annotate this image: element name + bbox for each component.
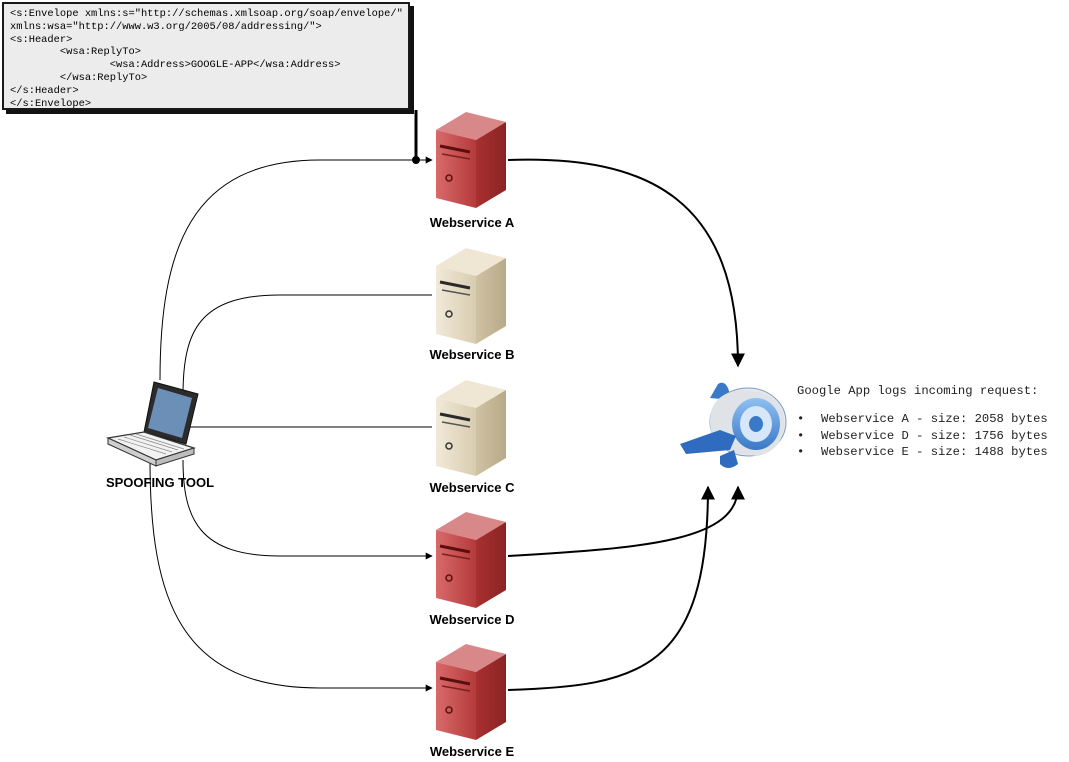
xml-callout-connector [412, 110, 420, 164]
edge-spoof-to-d [182, 459, 433, 560]
xml-line: <s:Header> [10, 33, 73, 46]
bullet-icon: • [797, 445, 805, 459]
xml-line: </s:Envelope> [10, 97, 92, 110]
server-icon [436, 512, 506, 608]
log-title: Google App logs incoming request: [797, 384, 1039, 398]
xml-line: <s:Envelope xmlns:s="http://schemas.xmls… [10, 8, 403, 20]
bullet-icon: • [797, 428, 805, 443]
server-icon [436, 380, 506, 476]
xml-line: xmlns:wsa="http://www.w3.org/2005/08/add… [10, 20, 322, 33]
xml-line: <wsa:Address>GOOGLE-APP</wsa:Address> [10, 59, 341, 72]
log-item: • Webservice D - size: 1756 bytes [797, 428, 1048, 445]
edge-a-to-google [507, 158, 745, 368]
spoof-connections [149, 156, 433, 692]
server-icon [436, 644, 506, 740]
log-item-text: Webservice E - size: 1488 bytes [821, 445, 1048, 459]
edge-d-to-google [507, 485, 745, 557]
webservice-b-label: Webservice B [429, 347, 515, 362]
xml-line: </s:Header> [10, 84, 79, 97]
google-app-log: Google App logs incoming request: • Webse… [797, 383, 1048, 461]
log-item: • Webservice E - size: 1488 bytes [797, 444, 1048, 461]
edge-e-to-google [507, 485, 715, 691]
webservice-e-label: Webservice E [429, 744, 515, 759]
log-item: • Webservice A - size: 2058 bytes [797, 411, 1048, 428]
log-item-text: Webservice A - size: 2058 bytes [821, 412, 1048, 426]
soap-envelope-callout: <s:Envelope xmlns:s="http://schemas.xmls… [2, 2, 410, 110]
spoofing-tool-label: SPOOFING TOOL [105, 475, 215, 490]
server-icon [436, 112, 506, 208]
xml-line: </wsa:ReplyTo> [10, 71, 148, 84]
google-connections [507, 158, 745, 691]
log-list: • Webservice A - size: 2058 bytes • Webser… [797, 411, 1048, 461]
webservice-a-label: Webservice A [429, 215, 515, 230]
laptop-icon [105, 381, 199, 467]
edge-spoof-to-a [159, 156, 433, 381]
edge-spoof-to-e [149, 459, 433, 692]
webservice-d-label: Webservice D [429, 612, 515, 627]
google-app-engine-icon [680, 382, 787, 468]
edge-spoof-to-b [182, 294, 432, 396]
xml-line: <wsa:ReplyTo> [10, 46, 141, 59]
server-icon [436, 248, 506, 344]
bullet-icon: • [797, 412, 805, 426]
webservice-c-label: Webservice C [429, 480, 515, 495]
log-item-text: Webservice D - size: 1756 bytes [821, 428, 1048, 443]
